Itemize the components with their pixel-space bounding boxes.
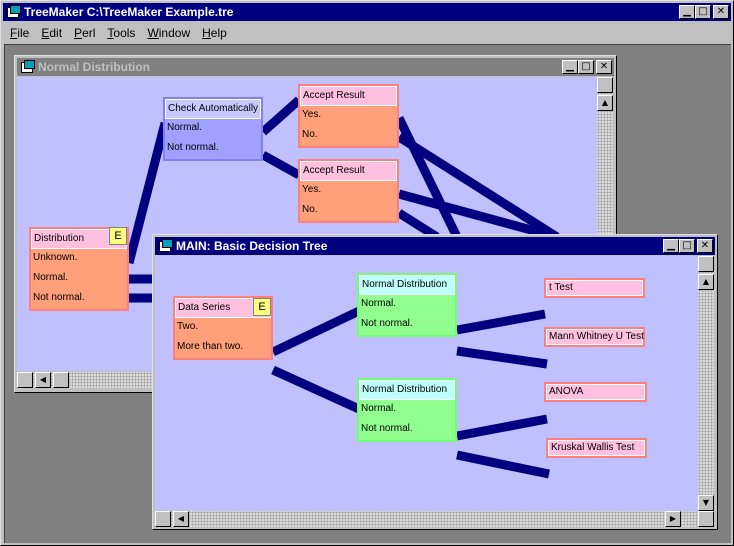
normal-scroll-up-button[interactable] (597, 77, 613, 93)
main-window-title: MAIN: Basic Decision Tree (176, 239, 328, 253)
main-maximize-button[interactable]: □ (679, 239, 695, 253)
accept1-header[interactable]: Accept Result (300, 86, 397, 106)
main-scroll-up-arrow[interactable]: ▲ (698, 274, 714, 290)
accept-result-node-2[interactable]: Accept Result Yes. No. (298, 159, 399, 223)
menu-window[interactable]: Window (147, 26, 191, 40)
normal-vertical-scrollbar[interactable]: ▲ (597, 77, 613, 247)
link-nd1-notnormal-mannwhitney (456, 346, 548, 369)
app-title: TreeMaker C:\TreeMaker Example.tre (24, 5, 234, 19)
normal-window-title: Normal Distribution (38, 60, 151, 74)
data-series-edit-badge[interactable]: E (253, 298, 271, 316)
distribution-option-normal[interactable]: Normal. (31, 269, 127, 289)
normal-scroll-left-end[interactable] (17, 372, 33, 388)
menu-edit[interactable]: Edit (41, 26, 63, 40)
accept2-option-yes[interactable]: Yes. (300, 181, 397, 201)
app-titlebar[interactable]: TreeMaker C:\TreeMaker Example.tre ▁ □ ✕ (3, 3, 731, 21)
accept-result-node-1[interactable]: Accept Result Yes. No. (298, 84, 399, 148)
leaf-kruskal-wallis-label[interactable]: Kruskal Wallis Test (548, 440, 645, 456)
menu-perl[interactable]: Perl (74, 26, 96, 40)
main-scroll-down-arrow[interactable]: ▼ (698, 495, 714, 511)
nd2-option-normal[interactable]: Normal. (359, 400, 455, 420)
check-node-header[interactable]: Check Automatically (165, 99, 261, 119)
link-nd2-normal-anova (456, 414, 548, 441)
accept2-header[interactable]: Accept Result (300, 161, 397, 181)
normal-horizontal-scrollbar[interactable]: ◀ (17, 372, 157, 388)
menu-tools[interactable]: Tools (107, 26, 136, 40)
normal-distribution-node-1[interactable]: Normal Distribution Normal. Not normal. (357, 273, 457, 337)
link-distribution-check (124, 121, 170, 265)
maximize-button[interactable]: □ (695, 5, 711, 19)
link-check-accept2 (260, 151, 302, 179)
main-scroll-up-end[interactable] (698, 256, 714, 272)
menu-file[interactable]: File (10, 26, 30, 40)
link-nd1-normal-ttest (456, 309, 546, 335)
main-horizontal-scrollbar[interactable]: ◀ ▶ (155, 511, 698, 527)
normal-scroll-thumb[interactable] (53, 372, 69, 388)
distribution-edit-badge[interactable]: E (109, 227, 127, 245)
accept2-option-no[interactable]: No. (300, 201, 397, 221)
nd1-header[interactable]: Normal Distribution (359, 275, 455, 295)
check-option-normal[interactable]: Normal. (165, 119, 261, 139)
normal-distribution-node-2[interactable]: Normal Distribution Normal. Not normal. (357, 378, 457, 442)
normal-scroll-left-arrow[interactable]: ◀ (35, 372, 51, 388)
link-accept2-yes (397, 189, 559, 242)
minimize-button[interactable]: ▁ (679, 5, 695, 19)
accept1-option-no[interactable]: No. (300, 126, 397, 146)
link-check-accept1 (260, 96, 302, 136)
accept1-option-yes[interactable]: Yes. (300, 106, 397, 126)
data-series-option-more-than-two[interactable]: More than two. (175, 338, 271, 358)
main-scroll-left-end[interactable] (155, 511, 171, 527)
menu-bar: File Edit Perl Tools Window Help (4, 23, 233, 43)
main-decision-tree-window[interactable]: MAIN: Basic Decision Tree ▁ □ ✕ Data S (152, 234, 718, 530)
nd1-option-normal[interactable]: Normal. (359, 295, 455, 315)
app-icon[interactable] (6, 5, 21, 19)
main-scroll-right-arrow[interactable]: ▶ (665, 511, 681, 527)
link-accept1-no (396, 133, 560, 241)
main-links (271, 306, 550, 479)
link-accept2-no (396, 209, 440, 241)
leaf-mann-whitney-label[interactable]: Mann Whitney U Test (546, 329, 644, 345)
leaf-t-test[interactable]: t Test (544, 278, 645, 298)
distribution-option-not-normal[interactable]: Not normal. (31, 289, 127, 309)
leaf-mann-whitney[interactable]: Mann Whitney U Test (544, 327, 645, 347)
normal-close-button[interactable]: ✕ (596, 60, 612, 74)
leaf-anova-label[interactable]: ANOVA (546, 384, 645, 400)
main-window-titlebar[interactable]: MAIN: Basic Decision Tree ▁ □ ✕ (155, 237, 715, 255)
normal-maximize-button[interactable]: □ (578, 60, 594, 74)
main-vertical-scrollbar[interactable]: ▲ ▼ (698, 256, 714, 511)
main-close-button[interactable]: ✕ (697, 239, 713, 253)
normal-links (124, 96, 560, 303)
document-icon[interactable] (20, 60, 35, 74)
check-option-not-normal[interactable]: Not normal. (165, 139, 261, 159)
nd2-option-not-normal[interactable]: Not normal. (359, 420, 455, 440)
leaf-anova[interactable]: ANOVA (544, 382, 647, 402)
normal-window-titlebar[interactable]: Normal Distribution ▁ □ ✕ (17, 58, 614, 76)
leaf-kruskal-wallis[interactable]: Kruskal Wallis Test (546, 438, 647, 458)
link-nd2-notnormal-kruskal (456, 450, 550, 479)
document-icon[interactable] (158, 239, 173, 253)
main-minimize-button[interactable]: ▁ (663, 239, 679, 253)
link-morethan-nd2 (271, 365, 361, 414)
distribution-option-unknown[interactable]: Unknown. (31, 249, 127, 269)
leaf-t-test-label[interactable]: t Test (546, 280, 643, 296)
nd1-option-not-normal[interactable]: Not normal. (359, 315, 455, 335)
main-size-grip[interactable] (698, 511, 714, 527)
data-series-node[interactable]: Data Series Two. More than two. (173, 296, 273, 360)
check-automatically-node[interactable]: Check Automatically Normal. Not normal. (163, 97, 263, 161)
main-canvas[interactable]: Data Series Two. More than two. E Normal… (155, 256, 698, 511)
data-series-header[interactable]: Data Series (175, 298, 271, 318)
normal-scroll-up-arrow[interactable]: ▲ (597, 95, 613, 111)
link-two-nd1 (271, 306, 361, 357)
normal-minimize-button[interactable]: ▁ (562, 60, 578, 74)
data-series-option-two[interactable]: Two. (175, 318, 271, 338)
close-button[interactable]: ✕ (713, 5, 729, 19)
menu-help[interactable]: Help (202, 26, 227, 40)
main-scroll-left-arrow[interactable]: ◀ (173, 511, 189, 527)
nd2-header[interactable]: Normal Distribution (359, 380, 455, 400)
